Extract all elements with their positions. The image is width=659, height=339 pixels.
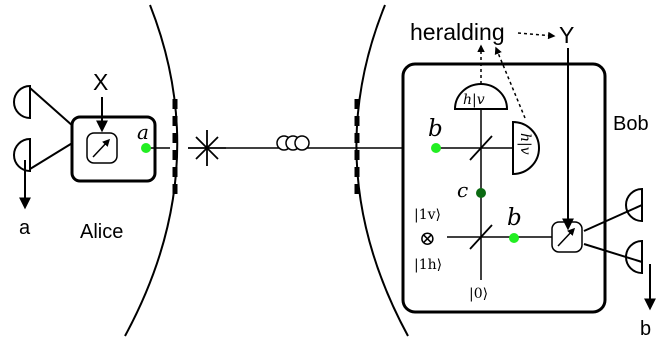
mode-b-top-node <box>431 143 441 153</box>
detector-icon <box>13 84 31 120</box>
bob-detectors <box>583 187 656 311</box>
mode-a-node <box>141 143 151 153</box>
mode-c-node <box>476 188 486 198</box>
heralding-to-y-arrow <box>517 31 556 40</box>
alice-detectors <box>13 84 75 210</box>
fiber-loop-icon <box>276 135 310 151</box>
beamsplitter-icon <box>469 135 493 161</box>
bob-label: Bob <box>613 113 649 135</box>
bob-lab-boundary <box>355 4 409 337</box>
detector-hv-top-label: h|v <box>463 92 485 108</box>
ket-1v-label: |1v⟩ <box>414 207 441 223</box>
alice-measure-meter <box>86 132 118 164</box>
alice-label: Alice <box>80 221 123 243</box>
mode-a-label: a <box>137 120 149 144</box>
bob-output-label: b <box>640 318 651 339</box>
heralding-arrow-side <box>494 46 526 119</box>
mode-b-bottom-node <box>509 233 519 243</box>
meter-arrow-icon <box>92 138 111 158</box>
ket-1h-label: |1h⟩ <box>414 257 442 273</box>
meter-arrow-icon <box>557 227 576 247</box>
ket-0-label: |0⟩ <box>469 286 488 302</box>
detector-icon <box>625 239 643 275</box>
heralding-label: heralding <box>410 19 505 45</box>
mode-b-top-label: b <box>428 116 443 142</box>
detector-icon <box>625 187 643 223</box>
detector-hv-side <box>512 120 540 176</box>
detector-hv-side-label: h|v <box>517 133 533 155</box>
asterisk-star-icon <box>188 130 226 166</box>
ket-otimes-label: ⊗ <box>419 226 436 250</box>
x-input-label: X <box>93 69 108 95</box>
alice-output-label: a <box>19 217 31 239</box>
detector-hv-top <box>453 83 509 110</box>
beamsplitter-icon <box>469 224 493 250</box>
detector-icon <box>13 137 31 173</box>
mode-c-label: c <box>457 178 468 202</box>
y-input-label: Y <box>559 22 574 48</box>
mode-b-bottom-label: b <box>507 205 522 231</box>
